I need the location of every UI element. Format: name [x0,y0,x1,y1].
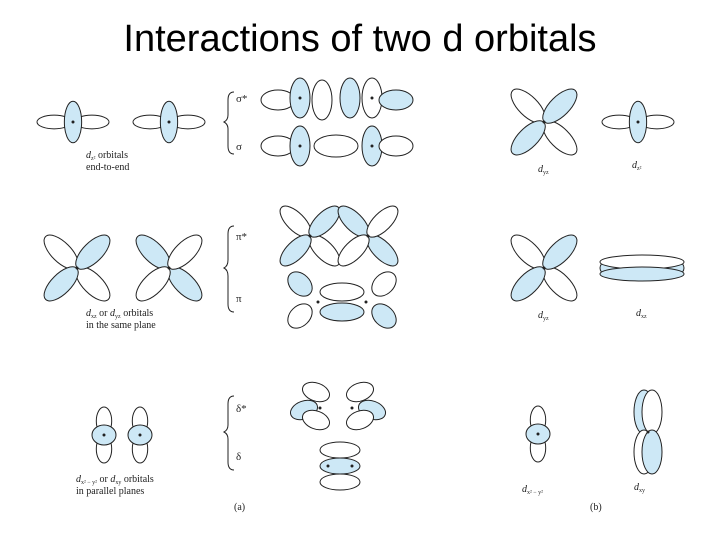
orbital-lobe [313,134,359,158]
orbital-lobe [345,409,375,431]
orbital-lobe [641,389,663,435]
nucleus-dot [298,96,302,100]
orbital-lobe [319,473,361,491]
panel-a-label: (a) [234,502,245,513]
nucleus-dot [536,432,540,436]
bracket-row1 [222,91,235,155]
orbital-lobe [287,303,313,329]
orbital-lobe [378,135,414,157]
caption-row1-line2: end-to-end [86,162,129,173]
sigma-label: σ [236,141,242,153]
nucleus-dot [636,120,640,124]
b-row3-label2: dxy [634,482,645,494]
nucleus-dot [326,464,330,468]
nucleus-dot [370,144,374,148]
caption-row3-line1: dx² − y² or dxy orbitals [76,474,154,486]
nucleus-dot [646,430,650,434]
b-row1-label1: dyz [538,164,549,176]
orbital-lobe [339,77,361,119]
nucleus-dot [364,300,368,304]
caption-row2-line2: in the same plane [86,320,156,331]
orbital-lobe [319,441,361,459]
b-row1-label2: dz² [632,160,642,172]
b-row2-label2: dxz [636,308,647,320]
orbital-lobe [319,457,361,475]
nucleus-dot [350,406,354,410]
sigma-star-label: σ* [236,93,247,105]
caption-row2-line1: dxz or dyz orbitals [86,308,153,320]
orbital-lobe [345,381,375,403]
b-row2-label1: dyz [538,310,549,322]
orbital-lobe [319,282,365,302]
nucleus-dot [350,464,354,468]
nucleus-dot [308,234,312,238]
orbital-lobe [301,381,331,403]
delta-star-label: δ* [236,403,247,415]
nucleus-dot [316,300,320,304]
nucleus-dot [542,266,546,270]
panel-b-label: (b) [590,502,602,513]
orbital-drawings [36,77,685,491]
orbital-lobe [319,302,365,322]
orbital-lobe [287,271,313,297]
nucleus-dot [318,406,322,410]
nucleus-dot [138,433,142,437]
nucleus-dot [167,266,171,270]
bracket-row3 [222,395,235,471]
nucleus-dot [102,433,106,437]
orbital-lobe [311,79,333,121]
nucleus-dot [366,234,370,238]
orbital-lobe [301,409,331,431]
pi-star-label: π* [236,231,247,243]
orbital-lobe [378,89,414,111]
nucleus-dot [75,266,79,270]
caption-row3-line2: in parallel planes [76,486,144,497]
nucleus-dot [71,120,75,124]
delta-label: δ [236,451,241,463]
orbital-lobe [599,266,685,282]
orbital-lobe [371,271,397,297]
bracket-row2 [222,225,235,313]
nucleus-dot [542,120,546,124]
page-title: Interactions of two d orbitals [123,18,597,60]
nucleus-dot [298,144,302,148]
orbital-lobe [371,303,397,329]
caption-row1-line1: dz² orbitals [86,150,128,162]
orbital-lobe [641,429,663,475]
pi-label: π [236,293,242,305]
b-row3-label1: dx² − y² [522,484,543,496]
nucleus-dot [167,120,171,124]
nucleus-dot [370,96,374,100]
